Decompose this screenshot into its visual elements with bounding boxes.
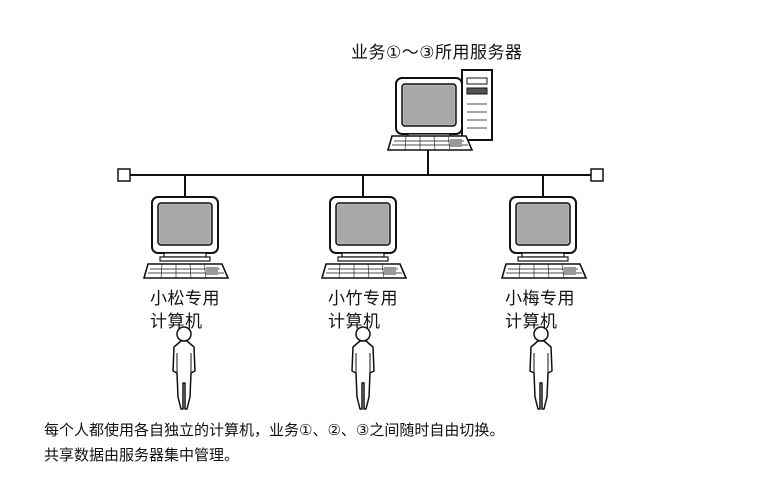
client-label-koume-line2: 计算机: [505, 312, 558, 332]
bus-terminator-right: [590, 168, 604, 182]
client-label-kotake-line2: 计算机: [328, 312, 381, 332]
bus-terminator-left: [117, 168, 131, 182]
client-computer-icon: [143, 196, 229, 279]
client-label-komatsu-line1: 小松专用: [150, 289, 220, 309]
server-label: 业务①～③所用服务器: [351, 43, 523, 63]
person-icon: [172, 326, 196, 410]
client-computer-icon: [501, 196, 587, 279]
client-label-komatsu-line2: 计算机: [150, 312, 203, 332]
client-label-kotake-line1: 小竹专用: [328, 289, 398, 309]
client-label-koume-line1: 小梅专用: [505, 289, 575, 309]
server-computer-icon: [387, 69, 493, 151]
client-computer-icon: [321, 196, 407, 279]
caption-line-2: 共享数据由服务器集中管理。: [44, 446, 240, 464]
person-icon: [529, 326, 553, 410]
person-icon: [351, 326, 375, 410]
caption-line-1: 每个人都使用各自独立的计算机，业务①、②、③之间随时自由切换。: [44, 421, 505, 439]
